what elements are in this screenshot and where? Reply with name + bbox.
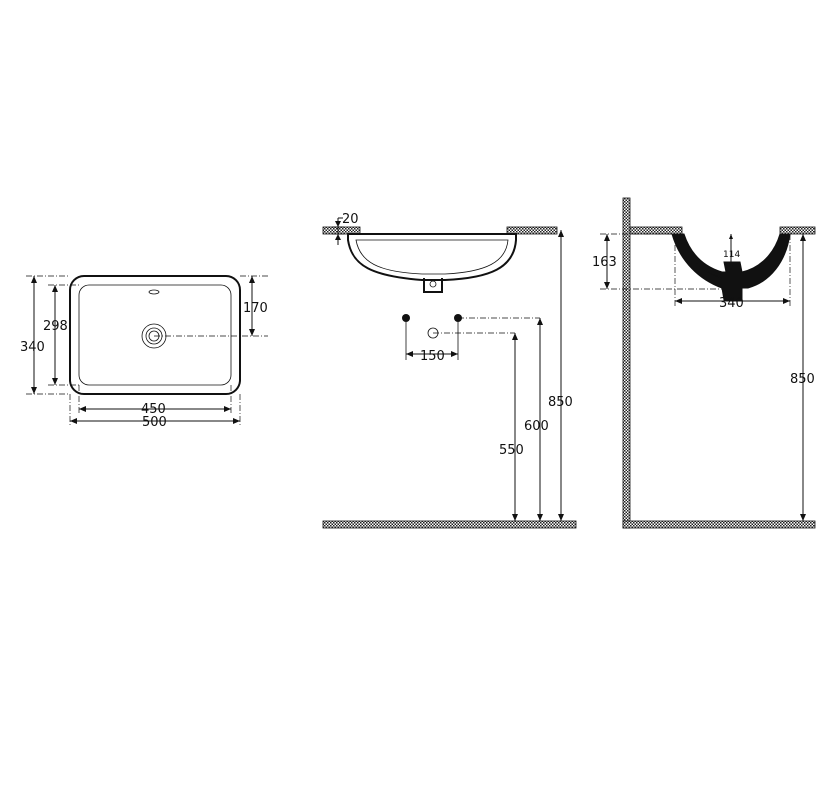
overflow-icon [148,289,160,295]
dimension-450: 450 [141,402,166,417]
dimension-850-front: 850 [548,395,573,410]
dimension-600: 600 [524,419,549,434]
floor-side [622,520,816,529]
tap-hole-left [402,314,410,322]
dimension-340-side: 340 [719,296,744,311]
floor-front [322,520,577,529]
dimension-114: 114 [723,250,740,260]
dimension-150: 150 [420,349,445,364]
front-view: 20 150 550 600 850 [322,212,577,529]
plan-view: 170 298 340 450 500 [20,275,268,430]
basin-outer-outline [69,275,241,395]
dimension-850-side: 850 [790,372,815,387]
countertop-front [779,226,816,235]
wall [622,197,631,529]
basin-front-profile [347,233,517,281]
dimension-163: 163 [592,255,617,270]
dimension-500: 500 [142,415,167,430]
dimension-550: 550 [499,443,524,458]
dimension-20: 20 [342,212,359,227]
basin-inner-outline [78,284,232,386]
countertop-left [322,226,361,235]
dimension-340: 340 [20,340,45,355]
side-view: 114 163 340 850 [592,197,816,529]
countertop-right [506,226,558,235]
dimension-298: 298 [43,319,68,334]
dimension-170: 170 [243,301,268,316]
countertop-back [629,226,683,235]
drain-outlet [423,278,443,293]
